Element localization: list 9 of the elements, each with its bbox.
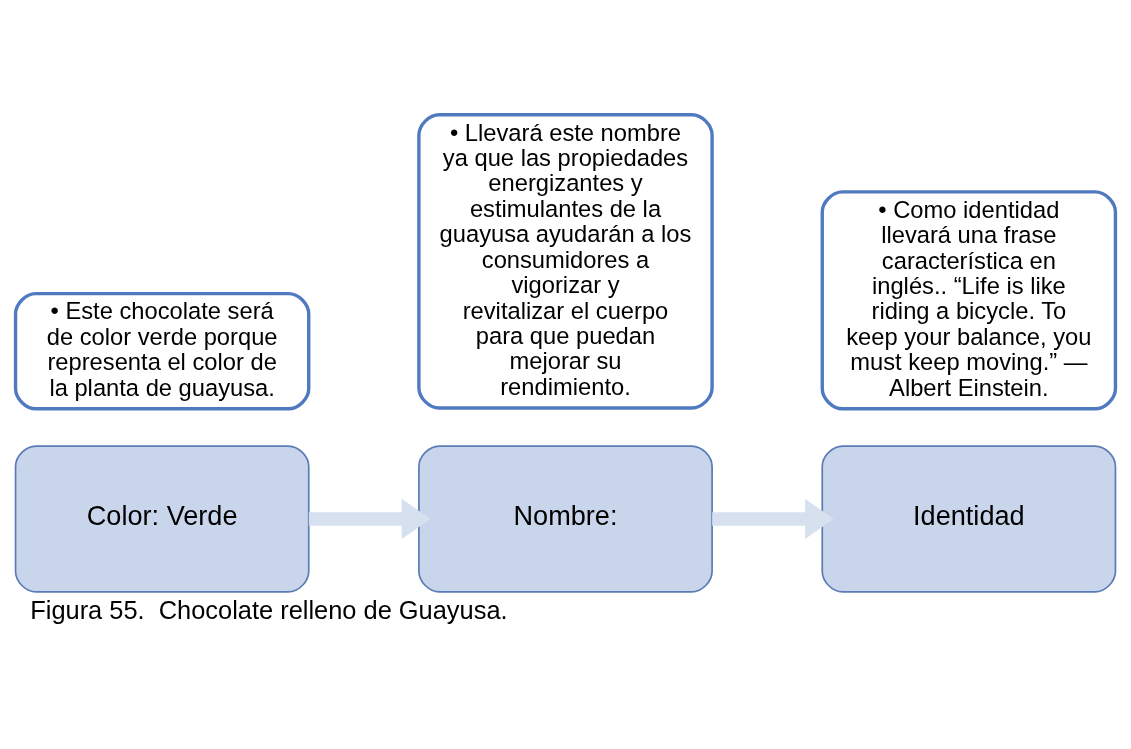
node-box: Identidad bbox=[821, 445, 1117, 593]
node-box: • Llevará este nombre ya que las propiedades energizantes y estimulantes de la guayusa ayudarán a los consumidores a vigorizar y revitalizar el cuerpo para que puedan mejorar su rendimiento. bbox=[417, 113, 714, 410]
node-box: • Como identidad llevará una frase característica en inglés.. “Life is like riding a bicycle. To keep your balance, you must keep moving.” — Albert Einstein. bbox=[820, 190, 1118, 411]
caption: Figura 55. Chocolate relleno de Guayusa. bbox=[30, 595, 508, 624]
node-box: Color: Verde bbox=[14, 445, 310, 593]
node-box: • Este chocolate será de color verde porque representa el color de la planta de guayusa. bbox=[13, 291, 311, 411]
node-box: Nombre: bbox=[418, 445, 713, 593]
arrow bbox=[712, 498, 834, 540]
arrow bbox=[308, 498, 431, 540]
